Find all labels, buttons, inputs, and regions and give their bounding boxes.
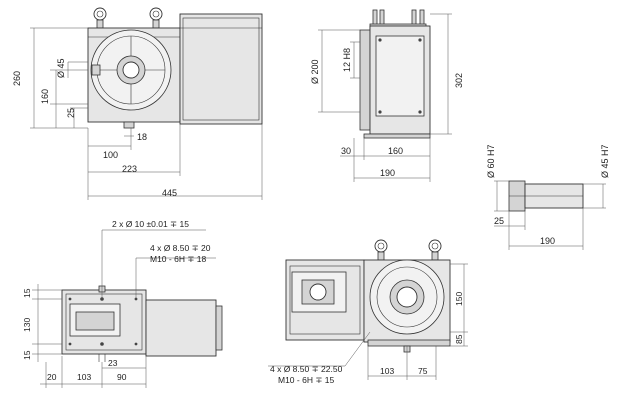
top-motor-block bbox=[145, 299, 217, 357]
rear-note-thread: M10 - 6H ∓ 15 bbox=[278, 375, 335, 385]
dim-overall-height: 260 bbox=[12, 71, 22, 86]
side-cover bbox=[375, 35, 425, 117]
dim-body-depth: 160 bbox=[388, 146, 403, 156]
spindle-view: Ø 60 H7 Ø 45 H7 25 190 bbox=[486, 144, 610, 250]
dim-side-depth: 190 bbox=[380, 168, 395, 178]
dim-left-span: 103 bbox=[77, 372, 91, 382]
dim-rear-center: 85 bbox=[454, 334, 464, 344]
dim-face-offset: 30 bbox=[341, 146, 351, 156]
rear-note-mount-holes: 4 x Ø 8.50 ∓ 22.50 bbox=[270, 364, 343, 374]
rotary-table-face bbox=[90, 29, 172, 111]
top-note-mount-holes: 4 x Ø 8.50 ∓ 20 bbox=[150, 243, 211, 253]
dim-rear-right: 75 bbox=[418, 366, 428, 376]
dim-slot-offset-top: 23 bbox=[108, 358, 118, 368]
dim-rear-height: 150 bbox=[454, 292, 464, 306]
dim-top-edge: 15 bbox=[22, 288, 32, 298]
top-note-pin-holes: 2 x Ø 10 ±0.01 ∓ 15 bbox=[112, 219, 189, 229]
dim-center-x: 100 bbox=[103, 150, 118, 160]
dim-overall-width: 445 bbox=[162, 188, 177, 198]
dim-center-height: 160 bbox=[40, 89, 50, 104]
dim-spindle-length: 190 bbox=[540, 236, 555, 246]
dim-spindle-flange: 25 bbox=[494, 216, 504, 226]
rear-view: 4 x Ø 8.50 ∓ 22.50 M10 - 6H ∓ 15 150 85 … bbox=[268, 239, 468, 385]
eye-bolt-right bbox=[149, 7, 163, 29]
side-view: Ø 200 12 H8 302 30 160 190 bbox=[310, 9, 464, 182]
dim-slot-offset: 25 bbox=[66, 108, 76, 118]
front-view: Ø 45 260 160 25 18 100 223 445 bbox=[12, 7, 263, 200]
side-faceplate bbox=[359, 29, 371, 131]
dim-spindle-outer: Ø 60 H7 bbox=[486, 144, 496, 178]
dim-key-slot: 12 H8 bbox=[342, 48, 352, 72]
dim-side-height: 302 bbox=[454, 73, 464, 88]
dim-bottom-edge: 15 bbox=[22, 350, 32, 360]
dim-left-margin: 20 bbox=[47, 372, 57, 382]
top-view: 2 x Ø 10 ±0.01 ∓ 15 4 x Ø 8.50 ∓ 20 M10 … bbox=[22, 219, 223, 388]
dim-housing-width: 223 bbox=[122, 164, 137, 174]
rear-eye-bolt-right bbox=[428, 239, 442, 261]
dim-rear-left: 103 bbox=[380, 366, 394, 376]
dim-right-span: 90 bbox=[117, 372, 127, 382]
dim-key-width: 18 bbox=[137, 132, 147, 142]
rear-eye-bolt-left bbox=[374, 239, 388, 261]
rear-table-face bbox=[369, 259, 445, 335]
dim-bore-dia: Ø 45 bbox=[56, 58, 66, 78]
eye-bolt-left bbox=[93, 7, 107, 29]
top-note-thread: M10 - 6H ∓ 18 bbox=[150, 254, 207, 264]
dim-spindle-inner: Ø 45 H7 bbox=[600, 144, 610, 178]
dim-faceplate-dia: Ø 200 bbox=[310, 59, 320, 84]
motor-box bbox=[179, 13, 263, 125]
dim-top-pitch: 130 bbox=[22, 318, 32, 332]
